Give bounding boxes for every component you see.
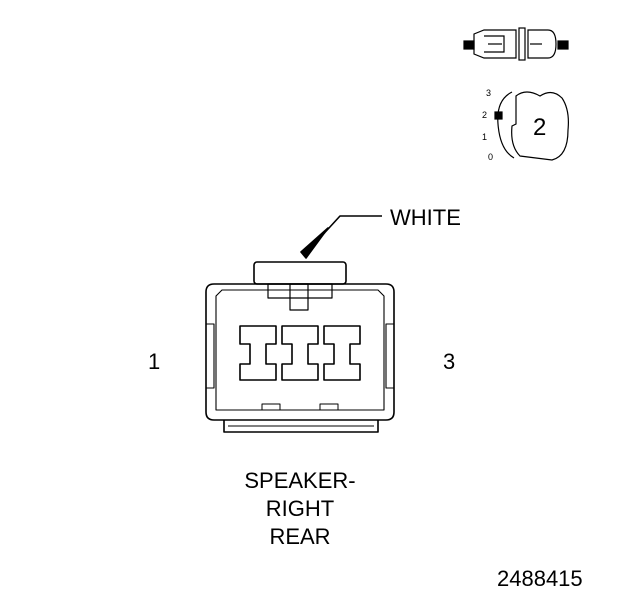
color-leader-arrowhead bbox=[300, 227, 329, 259]
connector-body bbox=[205, 283, 395, 421]
latch-window bbox=[267, 283, 333, 299]
pin-number-first: 1 bbox=[148, 349, 161, 374]
caption-line-2: RIGHT bbox=[265, 496, 335, 521]
bottom-rail bbox=[223, 420, 379, 433]
latch-stem bbox=[289, 283, 309, 311]
view-number: 2 bbox=[533, 114, 547, 141]
latch-tab bbox=[253, 261, 347, 285]
caption-line-3: REAR bbox=[269, 524, 331, 549]
connector-side-view-icon bbox=[463, 27, 569, 61]
caption-line-1: SPEAKER- bbox=[244, 468, 356, 493]
side-notch-left bbox=[206, 323, 215, 389]
cavity-2 bbox=[281, 325, 319, 381]
locator-scale-3: 3 bbox=[486, 88, 492, 98]
connector-caption: SPEAKER- RIGHT REAR bbox=[200, 467, 400, 551]
side-notch-right bbox=[385, 323, 394, 389]
cavity-1 bbox=[239, 325, 277, 381]
cavity-3 bbox=[323, 325, 361, 381]
bottom-slot-left bbox=[261, 403, 281, 410]
locator-scale-1: 1 bbox=[482, 132, 488, 142]
pin-number-last: 3 bbox=[443, 349, 456, 374]
reference-number: 2488415 bbox=[497, 566, 583, 591]
bottom-slot-right bbox=[319, 403, 339, 410]
connector-view-locator-icon bbox=[494, 91, 569, 161]
connector-color-label: WHITE bbox=[390, 205, 461, 230]
connector-inner-outline bbox=[215, 289, 385, 411]
locator-scale-0: 0 bbox=[488, 152, 494, 162]
locator-scale-2: 2 bbox=[482, 110, 488, 120]
